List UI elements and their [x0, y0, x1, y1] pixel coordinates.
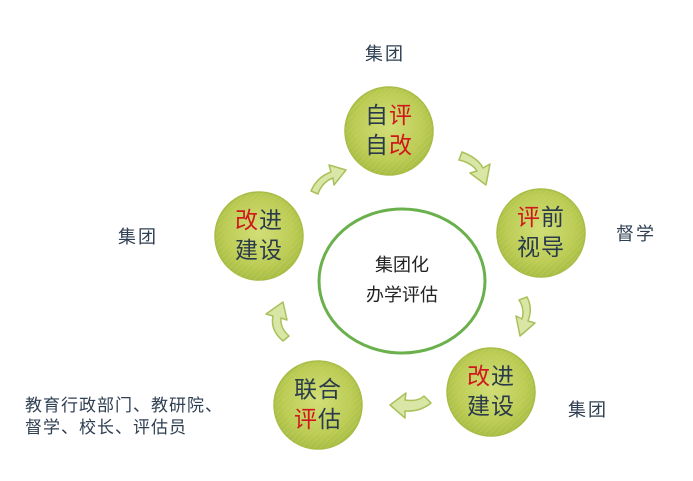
center-title-line1: 集团化 [375, 255, 429, 276]
node-self-evaluation-line2: 自改 [365, 133, 413, 159]
arrow-right-to-bottom-right [515, 296, 536, 337]
node-improvement-left-line2: 建设 [235, 238, 283, 264]
node-pre-evaluation-line1: 评前 [517, 205, 565, 231]
arrow-bottom-right-to-bottom-left [389, 392, 432, 419]
label-bottom-left-line1: 教育行政部门、教研院、 [25, 396, 223, 416]
node-joint-evaluation-line1: 联合 [294, 377, 342, 403]
node-improvement-br-line1: 改进 [467, 364, 515, 390]
label-top-group: 集团 [365, 44, 405, 65]
arrow-top-to-right [458, 151, 491, 186]
node-improvement-bottom-right: 改进 建设 [445, 346, 537, 438]
label-right-inspector: 督学 [616, 224, 656, 245]
node-improvement-left-line1: 改进 [235, 208, 283, 234]
center-title-line2: 办学评估 [366, 285, 438, 306]
label-bottom-left-participants: 教育行政部门、教研院、 督学、校长、评估员 [25, 395, 223, 439]
node-joint-evaluation-line2: 评估 [294, 407, 342, 433]
center-title: 集团化 办学评估 [318, 207, 486, 355]
node-improvement-left: 改进 建设 [213, 190, 305, 282]
label-bottom-right-group: 集团 [568, 400, 608, 421]
label-left-group: 集团 [118, 227, 158, 248]
cycle-arrows [265, 151, 536, 419]
node-self-evaluation: 自评 自改 [343, 85, 435, 177]
node-pre-evaluation-guidance: 评前 视导 [495, 187, 587, 279]
node-improvement-br-line2: 建设 [467, 394, 515, 420]
node-pre-evaluation-line2: 视导 [517, 235, 565, 261]
node-joint-evaluation: 联合 评估 [272, 359, 364, 451]
center-ring [317, 207, 487, 355]
label-bottom-left-line2: 督学、校长、评估员 [25, 418, 187, 438]
node-circles [214, 86, 586, 450]
arrow-left-to-top [310, 164, 347, 195]
node-self-evaluation-line1: 自评 [365, 103, 413, 129]
arrow-bottom-left-to-left [265, 301, 290, 342]
